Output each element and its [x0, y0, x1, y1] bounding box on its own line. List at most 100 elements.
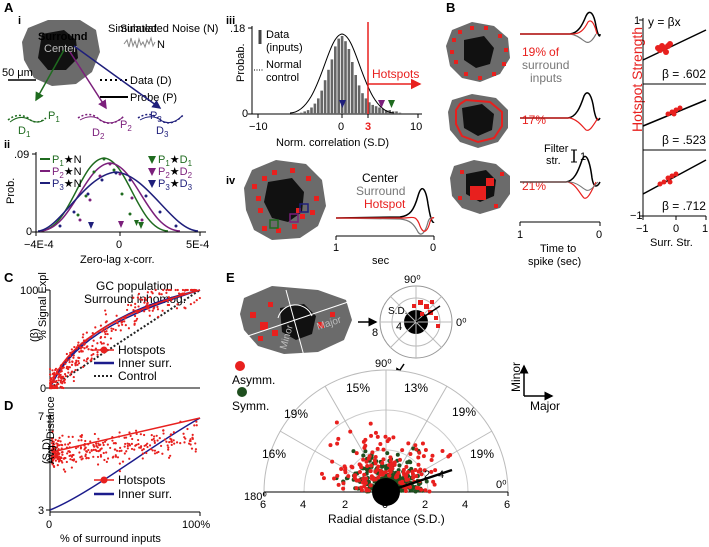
asymm-point — [330, 459, 335, 464]
scatter-point — [90, 448, 93, 452]
E-legend-symm: Symm. — [232, 399, 269, 413]
scatter-point — [58, 436, 61, 439]
scatter-point — [49, 373, 52, 376]
E-sector-3: 13% — [404, 381, 428, 395]
scatter-point — [52, 464, 56, 468]
scatter-point — [148, 444, 152, 447]
scatter-point — [167, 448, 170, 451]
scatter-point — [58, 373, 61, 376]
scatter-point — [99, 453, 102, 457]
panel-label-E: E — [226, 270, 235, 285]
scatter-point — [195, 420, 198, 423]
scatter-point — [97, 450, 100, 453]
C-title1: GC population — [96, 279, 173, 293]
scatter-point — [190, 288, 193, 292]
scatter-point — [163, 299, 166, 302]
asymm-point — [413, 443, 418, 448]
asymm-point — [401, 467, 406, 472]
scatter-point — [193, 301, 196, 304]
scatter-point — [62, 379, 66, 382]
scatter-point — [105, 460, 108, 463]
asymm-point — [365, 464, 370, 469]
scatter-point — [77, 359, 80, 363]
scatter-point — [149, 295, 152, 299]
scatter-point — [130, 442, 133, 446]
asymm-point — [319, 471, 324, 476]
scatter-point — [69, 374, 72, 377]
scatter-point — [85, 331, 88, 334]
scatter-point — [155, 434, 158, 437]
scatter-point — [146, 445, 149, 449]
scatter-point — [144, 297, 147, 300]
scatter-point — [81, 336, 84, 339]
scatter-point — [175, 441, 179, 444]
scatter-point — [92, 353, 95, 356]
C-ylabel: % Signal Expl — [37, 272, 49, 340]
E-axis-minor: Minor — [509, 362, 523, 392]
scatter-point — [67, 371, 70, 374]
histogram-bar — [334, 46, 337, 114]
scatter-point — [147, 306, 150, 310]
scatter-point — [67, 366, 71, 369]
scatter-point — [60, 366, 63, 369]
histogram-bar — [330, 59, 334, 114]
scatter-point — [151, 309, 154, 312]
scatter-point — [127, 303, 130, 307]
B-scatter-plots — [639, 18, 707, 220]
p2-label: P2 — [120, 119, 132, 133]
scatter-point — [92, 443, 95, 447]
B-filters — [519, 11, 601, 226]
scatter-point — [117, 324, 120, 327]
scatter-point — [68, 361, 71, 364]
scatter-point — [132, 296, 135, 299]
scatter-point — [130, 447, 134, 451]
scatter-point — [156, 439, 159, 442]
C-ytick-top: 100 — [20, 285, 38, 297]
scatter-point — [115, 314, 118, 317]
scatter-point — [60, 443, 63, 447]
scatter-point — [118, 470, 122, 473]
histogram-bar — [310, 107, 313, 114]
scatter-point — [116, 321, 119, 325]
scatter-point — [76, 344, 80, 347]
scatter-point — [57, 447, 60, 451]
scatter-point — [99, 341, 102, 344]
scatter-point — [170, 443, 173, 447]
scatter-point — [123, 320, 126, 323]
scatter-point — [154, 288, 157, 292]
scatter-point — [183, 292, 186, 295]
scatter-point — [161, 309, 164, 312]
B-pct2: 17% — [522, 113, 546, 127]
asymm-point — [373, 430, 378, 435]
B-ytick-top: 1 — [634, 15, 640, 27]
scatter-point — [75, 361, 78, 364]
asymm-point — [410, 471, 415, 476]
scatter-point — [194, 448, 198, 451]
scatter-point — [95, 444, 98, 447]
E-xlabel: Radial distance (S.D.) — [328, 512, 445, 526]
svg-text:4: 4 — [438, 469, 444, 481]
scatter-point — [143, 301, 146, 304]
asymm-point — [378, 442, 383, 447]
E-polar-half — [263, 369, 509, 506]
scatter-point — [158, 292, 161, 295]
scatter-point — [85, 338, 89, 341]
scatter-point — [183, 441, 186, 444]
scatter-point — [93, 432, 96, 436]
histogram-bar — [361, 93, 364, 114]
scatter-point — [111, 435, 114, 439]
scatter-point — [118, 431, 121, 434]
scatter-point — [163, 438, 167, 441]
histogram-bar — [323, 80, 327, 114]
scatter-point — [87, 457, 90, 460]
scatter-point — [80, 458, 83, 461]
scatter-point — [84, 439, 87, 443]
asymm-point — [328, 443, 333, 448]
asymm-point — [421, 454, 426, 459]
scatter-point — [64, 362, 67, 365]
svg-text:Inner surr.: Inner surr. — [118, 356, 172, 370]
B-xlabel: Surr. Str. — [650, 237, 693, 249]
E-legend-symm-dot — [237, 387, 247, 397]
scatter-point — [54, 459, 57, 462]
scatter-point — [105, 451, 108, 454]
